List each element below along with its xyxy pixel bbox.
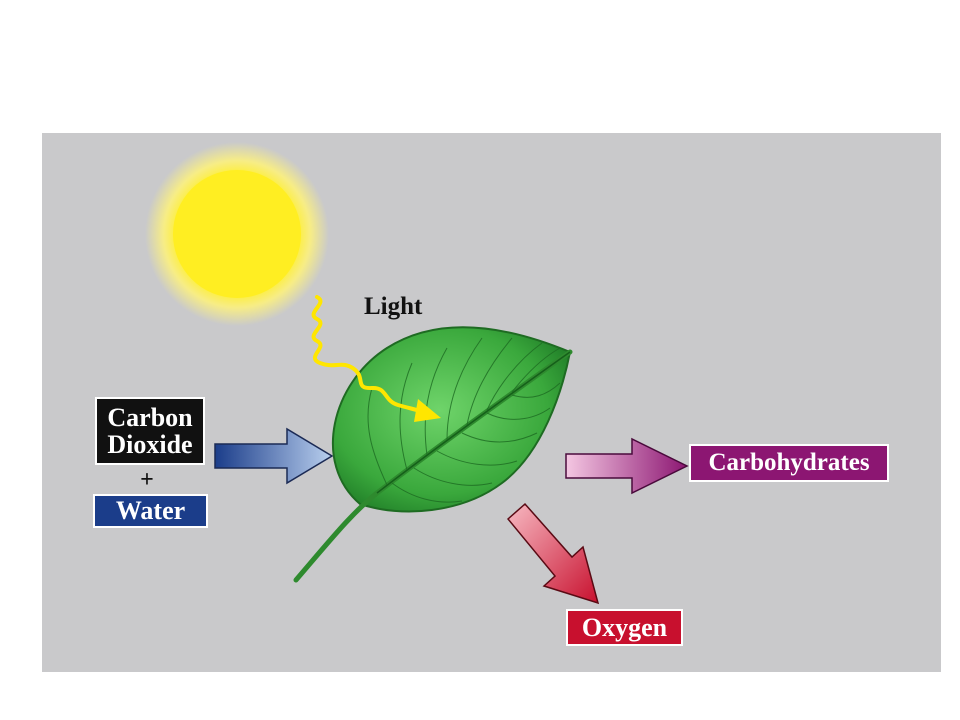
leaf-icon xyxy=(293,326,573,583)
sun-icon xyxy=(145,142,329,326)
plus-sign: + xyxy=(140,467,154,493)
carbon-dioxide-label: Carbon Dioxide xyxy=(95,397,205,465)
oxygen-arrow xyxy=(506,502,600,605)
carbohydrates-label: Carbohydrates xyxy=(689,444,889,482)
carbon-dioxide-label-line2: Dioxide xyxy=(107,430,193,459)
carbohydrates-arrow xyxy=(565,437,689,495)
oxygen-label: Oxygen xyxy=(566,609,683,646)
diagram-artwork xyxy=(145,142,689,605)
carbon-dioxide-label-line1: Carbon xyxy=(107,402,193,432)
input-arrow xyxy=(214,427,334,485)
diagram-panel: Light Carbon Dioxide + Water Carbohydrat… xyxy=(42,133,941,672)
water-label: Water xyxy=(93,494,208,528)
light-ray-icon xyxy=(311,295,441,422)
light-label: Light xyxy=(364,293,423,320)
